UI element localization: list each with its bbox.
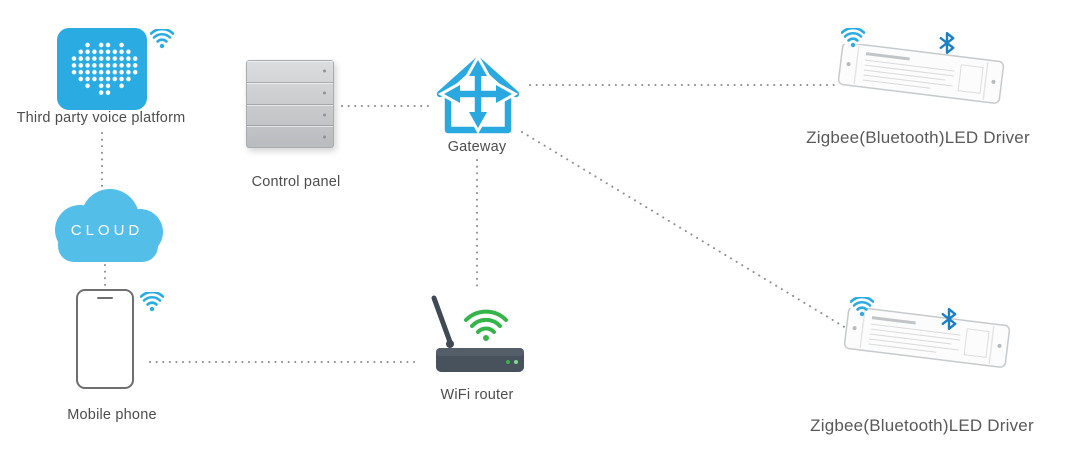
- bluetooth-icon: [941, 308, 957, 330]
- control-panel-label: Control panel: [251, 174, 341, 190]
- led-driver-icon: [837, 42, 1005, 104]
- led-driver-icon: [843, 306, 1011, 368]
- panel-key-row: [247, 61, 333, 83]
- wifi-icon: [841, 28, 865, 48]
- key-mark: [323, 91, 326, 95]
- router-wifi-icon: [464, 309, 508, 341]
- control-panel-icon: [246, 60, 334, 148]
- panel-key-row: [247, 83, 333, 105]
- voice-platform-icon: [57, 28, 147, 110]
- led-driver-top-label: Zigbee(Bluetooth)LED Driver: [806, 128, 1030, 147]
- cloud-label: CLOUD: [71, 222, 144, 239]
- wifi-icon: [140, 292, 164, 312]
- router-antenna: [431, 295, 453, 345]
- mobile-phone-icon: [76, 289, 134, 389]
- gateway-label: Gateway: [447, 139, 507, 155]
- voice-platform-node: [57, 28, 147, 115]
- cloud-node: CLOUD: [36, 184, 176, 271]
- bluetooth-icon: [939, 32, 955, 54]
- key-mark: [323, 69, 326, 73]
- wifi-icon: [850, 297, 874, 317]
- cloud-icon: CLOUD: [55, 189, 163, 262]
- wifi-router-node: [420, 288, 532, 389]
- wifi-router-label: WiFi router: [440, 387, 514, 403]
- wifi-router-icon: [431, 295, 524, 372]
- connector-gateway-driver-bottom: [521, 131, 847, 329]
- gateway-node: [432, 46, 524, 143]
- key-mark: [323, 135, 326, 139]
- wifi-icon: [150, 29, 174, 49]
- key-mark: [323, 113, 326, 117]
- panel-key-row: [247, 126, 333, 147]
- led-driver-top-node: [836, 42, 1014, 119]
- panel-key-row: [247, 105, 333, 127]
- gateway-icon: [436, 53, 520, 135]
- mobile-phone-label: Mobile phone: [67, 407, 157, 423]
- led-driver-bottom-node: [842, 306, 1020, 383]
- led-driver-bottom-label: Zigbee(Bluetooth)LED Driver: [810, 416, 1034, 435]
- voice-platform-label: Third party voice platform: [16, 110, 186, 126]
- phone-speaker: [97, 297, 113, 299]
